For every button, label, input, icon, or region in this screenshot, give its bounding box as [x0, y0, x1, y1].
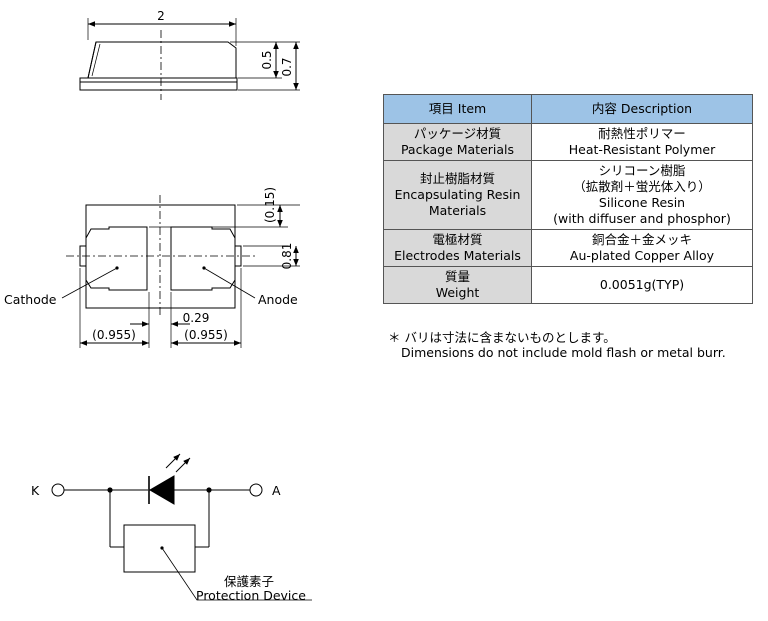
dim-gap-label: 0.29: [183, 311, 210, 325]
table-row: 電極材質 Electrodes Materials 銅合金＋金メッキ Au-pl…: [383, 229, 753, 267]
junction-dot: [206, 487, 212, 493]
dim-right-pad-label: (0.955): [184, 328, 228, 342]
protection-device-jp: 保護素子: [224, 574, 274, 589]
table-row: 質量 Weight 0.0051g(TYP): [383, 266, 753, 304]
note-en: Dimensions do not include mold flash or …: [401, 345, 726, 360]
led-diode-icon: [149, 475, 175, 505]
cathode-label: Cathode: [4, 292, 57, 307]
bottom-view: [61, 195, 300, 348]
terminal-a: [249, 483, 263, 497]
table-cell-description: 銅合金＋金メッキ Au-plated Copper Alloy: [531, 229, 753, 267]
circuit-symbol: [51, 453, 312, 601]
terminal-k: [51, 483, 65, 497]
side-view-base: [79, 77, 238, 91]
side-view: [79, 18, 300, 100]
table-cell-description: 耐熱性ポリマー Heat-Resistant Polymer: [531, 123, 753, 161]
protection-leader-dot: [160, 546, 164, 550]
light-emission-arrow: [175, 457, 191, 473]
anode-pad: [170, 226, 236, 291]
anode-leader-dot: [202, 266, 206, 270]
table-header-row: 項目 Item 内容 Description: [383, 94, 753, 124]
dimension-note: ＊ バリは寸法に含まないものとします。 Dimensions do not in…: [388, 330, 726, 360]
table-cell-item: 質量 Weight: [383, 266, 532, 304]
protection-device-en: Protection Device: [196, 588, 306, 603]
table-row: 封止樹脂材質 Encapsulating Resin Materials シリコ…: [383, 160, 753, 230]
table-cell-item: 封止樹脂材質 Encapsulating Resin Materials: [383, 160, 532, 230]
note-jp: ＊ バリは寸法に含まないものとします。: [388, 330, 616, 345]
table-cell-item: 電極材質 Electrodes Materials: [383, 229, 532, 267]
dim-top-gap-label: (0.15): [263, 187, 277, 223]
table-header-item: 項目 Item: [383, 94, 532, 124]
terminal-a-label: A: [272, 483, 281, 498]
light-emission-arrow: [165, 453, 181, 469]
cathode-pad: [85, 226, 148, 291]
dim-left-pad-label: (0.955): [92, 328, 136, 342]
side-view-body: [87, 41, 237, 79]
dim-pad-height-label: 0.81: [280, 243, 294, 270]
junction-dot: [107, 487, 113, 493]
terminal-k-label: K: [31, 483, 40, 498]
table-header-description: 内容 Description: [531, 94, 753, 124]
table-cell-item: パッケージ材質 Package Materials: [383, 123, 532, 161]
table-cell-description: 0.0051g(TYP): [531, 266, 753, 304]
dim-body-height-label: 0.5: [260, 50, 274, 69]
table-cell-description: シリコーン樹脂 （拡散剤＋蛍光体入り） Silicone Resin (with…: [531, 160, 753, 230]
dim-total-height-label: 0.7: [280, 57, 294, 76]
bottom-view-outline: [85, 204, 236, 309]
anode-label: Anode: [258, 292, 298, 307]
dim-width-label: 2: [157, 9, 165, 23]
materials-table: 項目 Item 内容 Description パッケージ材質 Package M…: [383, 94, 753, 304]
table-row: パッケージ材質 Package Materials 耐熱性ポリマー Heat-R…: [383, 123, 753, 161]
protection-device-box: [123, 524, 196, 573]
cathode-leader-dot: [115, 266, 119, 270]
